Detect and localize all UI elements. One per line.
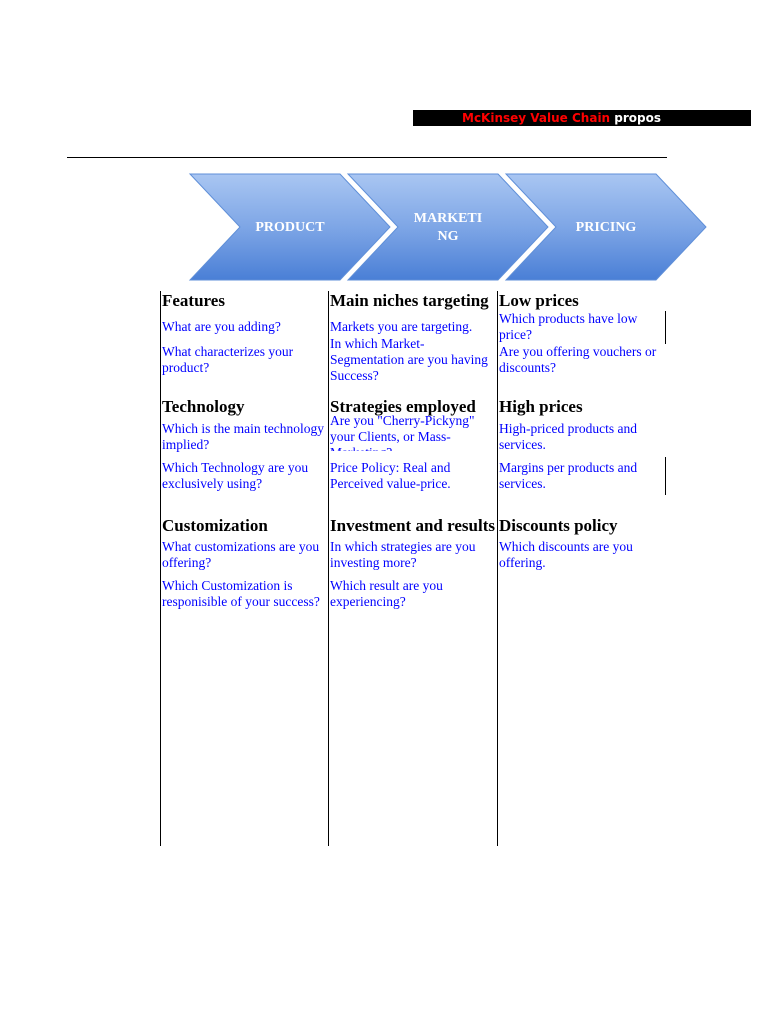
chevron-marketing-label-line1: MARKETI	[413, 211, 483, 226]
question-text: What customizations are you offering?	[162, 539, 320, 570]
value-chain-chevrons: PRODUCT MARKETI NG PRICING	[186, 172, 710, 287]
section-title: Customization	[162, 516, 268, 535]
question-text: Which is the main technology implied?	[162, 421, 324, 452]
question-text: Margins per products and services.	[499, 460, 638, 491]
section-title: Low prices	[499, 291, 579, 311]
chevron-diagram	[188, 173, 707, 281]
section-title: Investment and results	[330, 516, 495, 535]
question-text: Are you offering vouchers or discounts?	[499, 344, 657, 375]
section-title: High prices	[499, 397, 583, 416]
column-marketing: Main niches targeting Markets you are ta…	[328, 291, 496, 846]
cell-border-fragment	[665, 457, 666, 495]
question-text: Which Customization is responisible of y…	[162, 578, 320, 609]
question-text: Which Technology are you exclusively usi…	[162, 460, 309, 491]
title-highlight: McKinsey Value Chain	[462, 111, 611, 125]
horizontal-rule	[67, 157, 667, 158]
question-text: Which discounts are you offering.	[499, 539, 633, 570]
question-text: In which Market-Segmentation are you hav…	[330, 336, 488, 383]
section-title: Strategies employed	[330, 397, 476, 416]
question-text: Are you "Cherry-Pickyng" your Clients, o…	[330, 413, 475, 451]
question-text: Price Policy: Real and Perceived value-p…	[330, 460, 451, 491]
chevron-pricing-label: PRICING	[575, 220, 637, 235]
section-title: Features	[162, 291, 225, 310]
question-text: Markets you are targeting.	[330, 319, 473, 334]
column-pricing: Low prices Which products have low price…	[497, 291, 665, 846]
chevron-pricing-shape	[504, 173, 707, 281]
chevron-marketing-shape	[346, 173, 549, 281]
chevron-product-label: PRODUCT	[255, 220, 325, 235]
column-product: Features What are you adding? What chara…	[160, 291, 328, 846]
cell-border-fragment	[665, 311, 666, 344]
question-text: High-priced products and services.	[499, 421, 637, 452]
section-title: Discounts policy	[499, 516, 618, 535]
question-text: What characterizes your product?	[162, 344, 294, 375]
question-text: What are you adding?	[162, 319, 281, 334]
title-rest: propos	[610, 111, 662, 125]
question-text: Which result are you experiencing?	[330, 578, 443, 609]
chevron-product-shape	[188, 173, 391, 281]
chevron-marketing-label-line2: NG	[437, 229, 459, 244]
section-title: Technology	[162, 397, 245, 416]
document-title-bar: McKinsey Value Chain propos	[413, 110, 751, 126]
chevron-marketing-label: MARKETI NG	[398, 210, 498, 246]
question-text: In which strategies are you investing mo…	[330, 539, 476, 570]
question-text: Which products have low price?	[499, 311, 638, 342]
section-title: Main niches targeting	[330, 291, 489, 310]
